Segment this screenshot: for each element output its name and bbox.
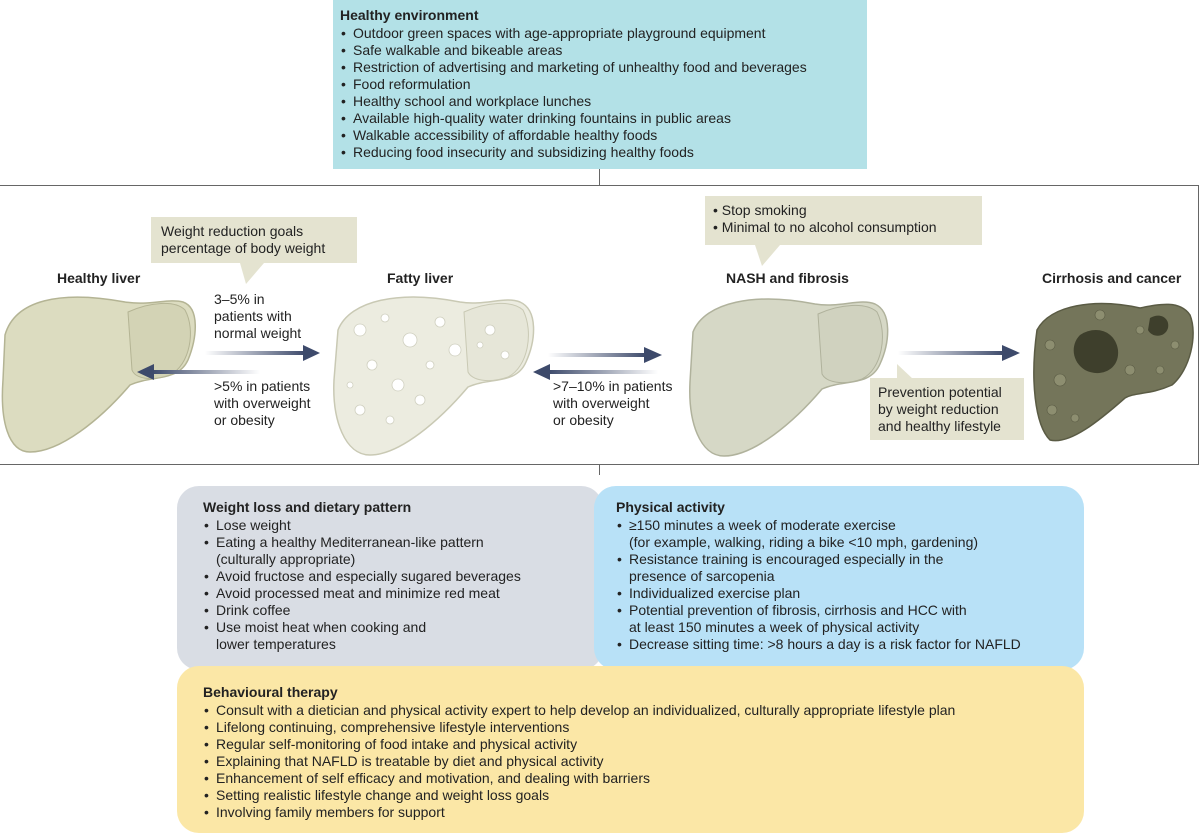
prevention-callout: Prevention potential by weight reduction… xyxy=(870,378,1024,440)
connector-top xyxy=(599,169,600,185)
stage-healthy-liver: Healthy liver xyxy=(57,270,141,286)
list-item: Restriction of advertising and marketing… xyxy=(340,59,859,76)
list-item: Reducing food insecurity and subsidizing… xyxy=(340,144,859,161)
list-item: Setting realistic lifestyle change and w… xyxy=(203,787,1074,804)
physical-activity-title: Physical activity xyxy=(616,499,725,515)
fatty-liver-icon xyxy=(333,296,535,456)
list-item: Lose weight xyxy=(203,517,588,534)
behavioural-therapy-list: Consult with a dietician and physical ac… xyxy=(203,702,1074,821)
healthy-environment-box: Healthy environment Outdoor green spaces… xyxy=(333,0,867,169)
list-item: Potential prevention of fibrosis, cirrho… xyxy=(616,602,1074,636)
list-item: Consult with a dietician and physical ac… xyxy=(203,702,1074,719)
list-item: Avoid processed meat and minimize red me… xyxy=(203,585,588,602)
smoking-pointer xyxy=(755,245,780,266)
list-item: Food reformulation xyxy=(340,76,859,93)
prevention-line-3: and healthy lifestyle xyxy=(878,418,1001,434)
arrow-nash-to-fatty xyxy=(533,364,658,380)
note-overweight-1: >5% in patients with overweight or obesi… xyxy=(214,378,311,428)
list-item: Resistance training is encouraged especi… xyxy=(616,551,1074,585)
list-item: Eating a healthy Mediterranean-like patt… xyxy=(203,534,588,568)
arrow-fatty-to-nash xyxy=(548,347,662,363)
list-item: Individualized exercise plan xyxy=(616,585,1074,602)
smoking-callout: • Stop smoking • Minimal to no alcohol c… xyxy=(705,196,982,245)
arrow-healthy-to-fatty xyxy=(205,345,320,361)
diet-list: Lose weightEating a healthy Mediterranea… xyxy=(203,517,588,653)
list-item: Available high-quality water drinking fo… xyxy=(340,110,859,127)
prevention-line-2: by weight reduction xyxy=(878,401,999,417)
healthy-liver-icon xyxy=(1,296,196,453)
list-item: Lifelong continuing, comprehensive lifes… xyxy=(203,719,1074,736)
progression-frame xyxy=(0,185,1199,465)
smoking-item-2: • Minimal to no alcohol consumption xyxy=(713,219,937,235)
diet-box: Weight loss and dietary pattern Lose wei… xyxy=(177,486,603,670)
cirrhosis-liver-icon xyxy=(1033,302,1194,442)
note-normal-weight: 3–5% in patients with normal weight xyxy=(214,291,302,341)
note-overweight-2: >7–10% in patients with overweight or ob… xyxy=(553,378,673,428)
prevention-pointer xyxy=(897,364,914,380)
physical-activity-box: Physical activity ≥150 minutes a week of… xyxy=(594,486,1084,670)
stage-nash-fibrosis: NASH and fibrosis xyxy=(726,270,849,286)
weight-goals-pointer xyxy=(240,263,264,284)
list-item: ≥150 minutes a week of moderate exercise… xyxy=(616,517,1074,551)
healthy-environment-title: Healthy environment xyxy=(340,7,479,23)
list-item: Decrease sitting time: >8 hours a day is… xyxy=(616,636,1074,653)
nash-liver-icon xyxy=(689,298,889,457)
weight-goals-line-1: Weight reduction goals xyxy=(161,223,304,239)
prevention-line-1: Prevention potential xyxy=(878,384,1002,400)
connector-bottom xyxy=(599,465,600,475)
behavioural-therapy-box: Behavioural therapy Consult with a dieti… xyxy=(177,666,1084,833)
arrow-fatty-to-healthy xyxy=(137,364,260,380)
stage-fatty-liver: Fatty liver xyxy=(387,270,454,286)
healthy-environment-list: Outdoor green spaces with age-appropriat… xyxy=(340,25,859,161)
physical-activity-list: ≥150 minutes a week of moderate exercise… xyxy=(616,517,1074,653)
list-item: Outdoor green spaces with age-appropriat… xyxy=(340,25,859,42)
stage-cirrhosis-cancer: Cirrhosis and cancer xyxy=(1042,270,1182,286)
behavioural-therapy-title: Behavioural therapy xyxy=(203,684,338,700)
list-item: Regular self-monitoring of food intake a… xyxy=(203,736,1074,753)
list-item: Enhancement of self efficacy and motivat… xyxy=(203,770,1074,787)
arrow-nash-to-cirrhosis xyxy=(898,345,1020,361)
list-item: Drink coffee xyxy=(203,602,588,619)
list-item: Involving family members for support xyxy=(203,804,1074,821)
list-item: Safe walkable and bikeable areas xyxy=(340,42,859,59)
list-item: Explaining that NAFLD is treatable by di… xyxy=(203,753,1074,770)
list-item: Healthy school and workplace lunches xyxy=(340,93,859,110)
diet-title: Weight loss and dietary pattern xyxy=(203,499,412,515)
smoking-item-1: • Stop smoking xyxy=(713,202,807,218)
list-item: Avoid fructose and especially sugared be… xyxy=(203,568,588,585)
weight-goals-line-2: percentage of body weight xyxy=(161,240,326,256)
list-item: Walkable accessibility of affordable hea… xyxy=(340,127,859,144)
weight-goals-callout: Weight reduction goals percentage of bod… xyxy=(151,217,357,263)
